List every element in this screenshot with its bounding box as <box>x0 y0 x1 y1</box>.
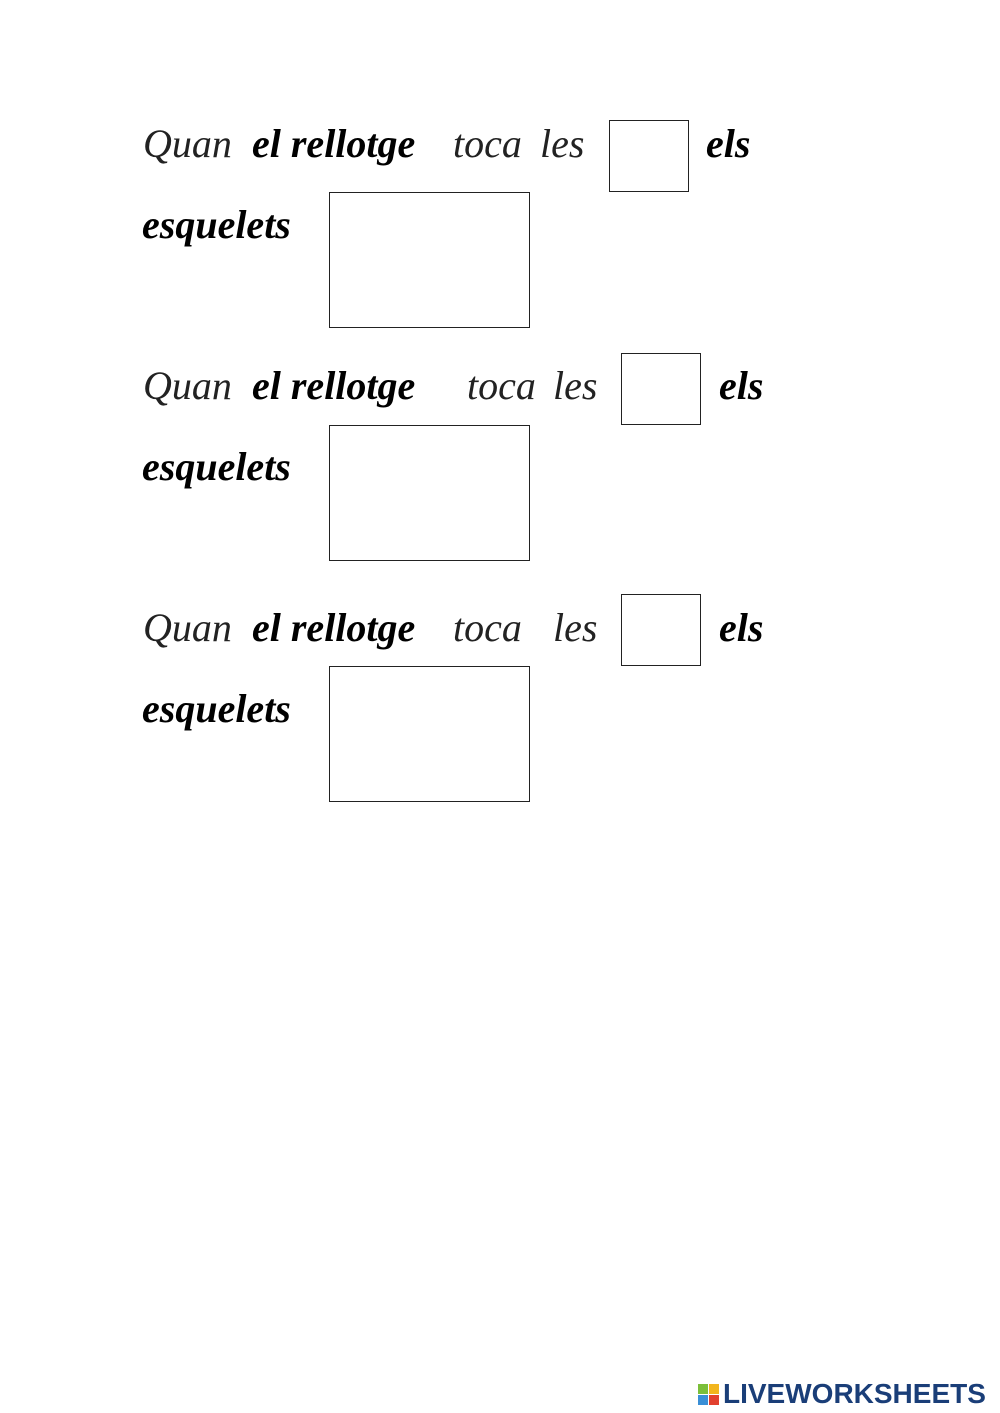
word-quan: Quan <box>143 605 232 650</box>
word-el-rellotge: el rellotge <box>252 605 416 650</box>
logo-tile <box>698 1383 708 1394</box>
answer-box-large[interactable] <box>329 425 530 561</box>
word-esquelets: esquelets <box>142 444 291 489</box>
answer-box-large[interactable] <box>329 666 530 802</box>
word-els: els <box>706 121 751 166</box>
logo-tile <box>698 1394 708 1405</box>
word-esquelets: esquelets <box>142 686 291 731</box>
word-quan: Quan <box>143 363 232 408</box>
word-toca: toca <box>467 363 536 408</box>
word-els: els <box>719 363 764 408</box>
word-els: els <box>719 605 764 650</box>
word-el-rellotge: el rellotge <box>252 363 416 408</box>
logo-tile <box>709 1394 719 1405</box>
answer-box-small[interactable] <box>609 120 689 192</box>
word-les: les <box>540 121 585 166</box>
answer-box-large[interactable] <box>329 192 530 328</box>
logo-tile <box>709 1383 719 1394</box>
answer-box-small[interactable] <box>621 353 701 425</box>
liveworksheets-logo: LIVEWORKSHEETS <box>698 1378 986 1410</box>
word-les: les <box>553 605 598 650</box>
logo-text: LIVEWORKSHEETS <box>723 1378 986 1409</box>
word-les: les <box>553 363 598 408</box>
word-toca: toca <box>453 605 522 650</box>
word-toca: toca <box>453 121 522 166</box>
word-esquelets: esquelets <box>142 202 291 247</box>
word-quan: Quan <box>143 121 232 166</box>
word-el-rellotge: el rellotge <box>252 121 416 166</box>
logo-tiles-icon <box>698 1383 719 1405</box>
answer-box-small[interactable] <box>621 594 701 666</box>
